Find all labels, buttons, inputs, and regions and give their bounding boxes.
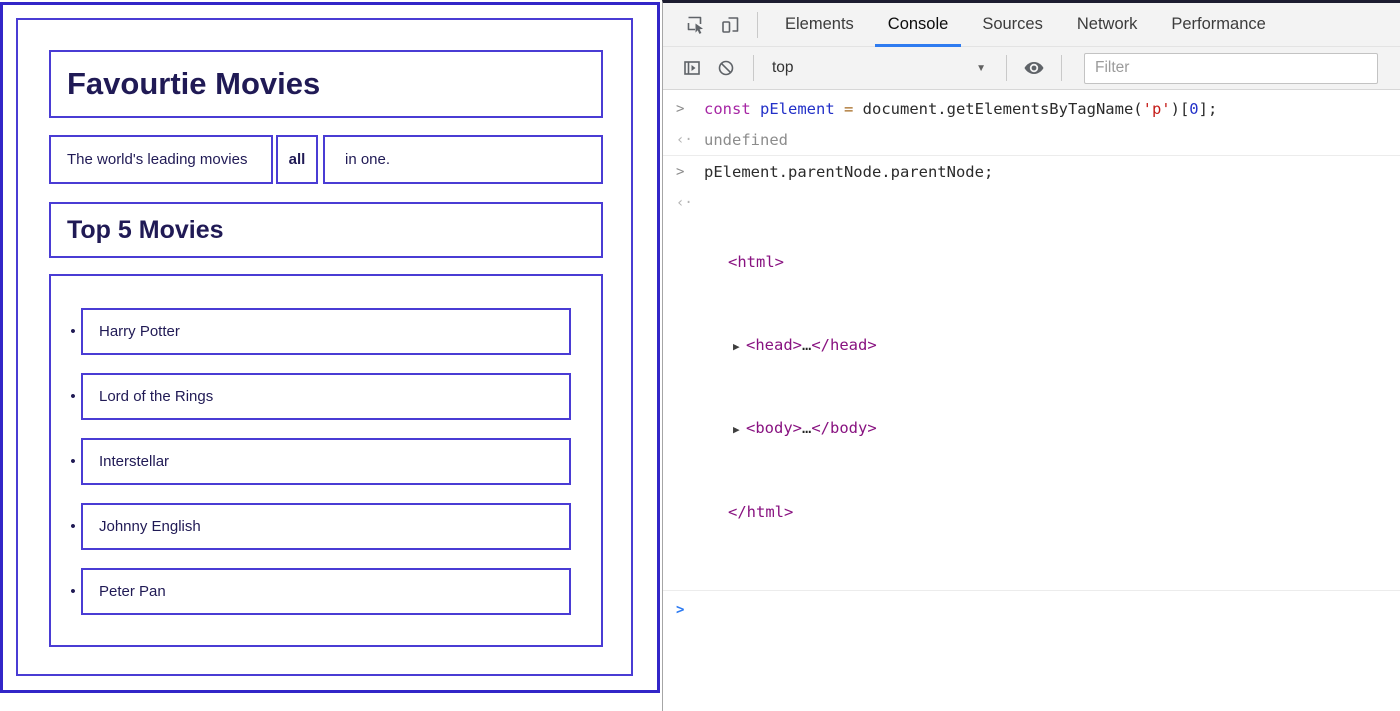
list-item: • Harry Potter (65, 308, 601, 355)
device-toolbar-icon (722, 16, 739, 33)
list-item: • Peter Pan (65, 568, 601, 615)
tagline-text-2: in one. (323, 135, 603, 184)
movie-list: • Harry Potter • Lord of the Rings • Int… (49, 274, 603, 647)
console-result-row: ‹· undefined (663, 124, 1400, 156)
console-prompt-icon: > (676, 602, 685, 618)
tagline-bold: all (276, 135, 318, 184)
html-close-tag: </html> (728, 502, 794, 521)
toolbar-separator (1061, 55, 1062, 81)
clear-console-icon (718, 60, 734, 76)
command-chevron-icon: > (676, 101, 685, 117)
console-prompt-row[interactable]: > (663, 591, 1400, 624)
console-result-row: ‹· <html> ▶<head>…</head> ▶<body>…</body… (663, 187, 1400, 591)
console-toolbar: top ▼ (663, 47, 1400, 90)
browser-page-panel: Favourtie Movies The world's leading mov… (0, 0, 662, 711)
movie-name: Peter Pan (99, 583, 166, 600)
page-title: Favourtie Movies (49, 50, 603, 118)
console-sidebar-icon (684, 61, 700, 75)
html-tree-result: <html> ▶<head>…</head> ▶<body>…</body> <… (704, 194, 877, 581)
toolbar-separator (753, 55, 754, 81)
toolbar-separator (757, 11, 758, 38)
body-element-outline: Favourtie Movies The world's leading mov… (16, 18, 633, 676)
console-command-2: pElement.parentNode.parentNode; (704, 163, 994, 181)
returned-value-icon: ‹· (676, 195, 693, 211)
expand-arrow-icon[interactable]: ▶ (733, 423, 740, 436)
tab-network[interactable]: Network (1076, 15, 1138, 33)
returned-value-icon: ‹· (676, 132, 693, 148)
toolbar-separator (1006, 55, 1007, 81)
movie-name: Interstellar (99, 453, 170, 470)
console-result-1: undefined (704, 131, 788, 149)
inspect-icon (687, 16, 703, 34)
console-command-1: const pElement = document.getElementsByT… (704, 100, 1218, 118)
clear-console-button[interactable] (709, 46, 743, 90)
console-command-row: > const pElement = document.getElementsB… (663, 93, 1400, 124)
tab-console[interactable]: Console (871, 3, 966, 47)
html-element-outline: Favourtie Movies The world's leading mov… (0, 2, 660, 693)
tab-performance[interactable]: Performance (1171, 15, 1266, 33)
expand-arrow-icon[interactable]: ▶ (733, 339, 740, 353)
movie-name: Lord of the Rings (99, 388, 214, 405)
eye-icon (1024, 62, 1044, 74)
movie-name: Johnny English (99, 518, 201, 535)
tagline-text-1: The world's leading movies (49, 135, 273, 184)
bullet-icon: • (70, 323, 76, 340)
devtools-panel: Elements Console Sources Network Perform… (662, 0, 1400, 711)
console-log[interactable]: > const pElement = document.getElementsB… (663, 90, 1400, 711)
tab-elements[interactable]: Elements (785, 15, 854, 33)
movie-name: Harry Potter (99, 323, 180, 340)
command-chevron-icon: > (676, 164, 685, 180)
show-console-sidebar-button[interactable] (675, 46, 709, 90)
console-command-row: > pElement.parentNode.parentNode; (663, 156, 1400, 187)
bullet-icon: • (70, 388, 76, 405)
page-title-text: Favourtie Movies (67, 66, 321, 101)
execution-context-label: top (772, 59, 794, 76)
page-subtitle-text: Top 5 Movies (67, 215, 224, 244)
devtools-tabbar: Elements Console Sources Network Perform… (663, 3, 1400, 47)
filter-input[interactable] (1084, 52, 1378, 84)
bullet-icon: • (70, 518, 76, 535)
html-open-tag: <html> (728, 253, 784, 271)
inspect-element-button[interactable] (679, 3, 713, 47)
tagline-paragraph: The world's leading movies all in one. (49, 135, 603, 184)
execution-context-selector[interactable]: top ▼ (764, 59, 996, 77)
body-node-row[interactable]: ▶<body>…</body> (704, 415, 877, 444)
list-item: • Johnny English (65, 503, 601, 550)
live-expression-button[interactable] (1017, 46, 1051, 90)
device-toolbar-button[interactable] (713, 3, 747, 47)
chevron-down-icon: ▼ (976, 62, 986, 74)
list-item: • Interstellar (65, 438, 601, 485)
bullet-icon: • (70, 453, 76, 470)
tab-sources[interactable]: Sources (982, 15, 1043, 33)
bullet-icon: • (70, 583, 76, 600)
page-subtitle: Top 5 Movies (49, 202, 603, 258)
list-item: • Lord of the Rings (65, 373, 601, 420)
head-node-row[interactable]: ▶<head>…</head> (704, 332, 877, 361)
